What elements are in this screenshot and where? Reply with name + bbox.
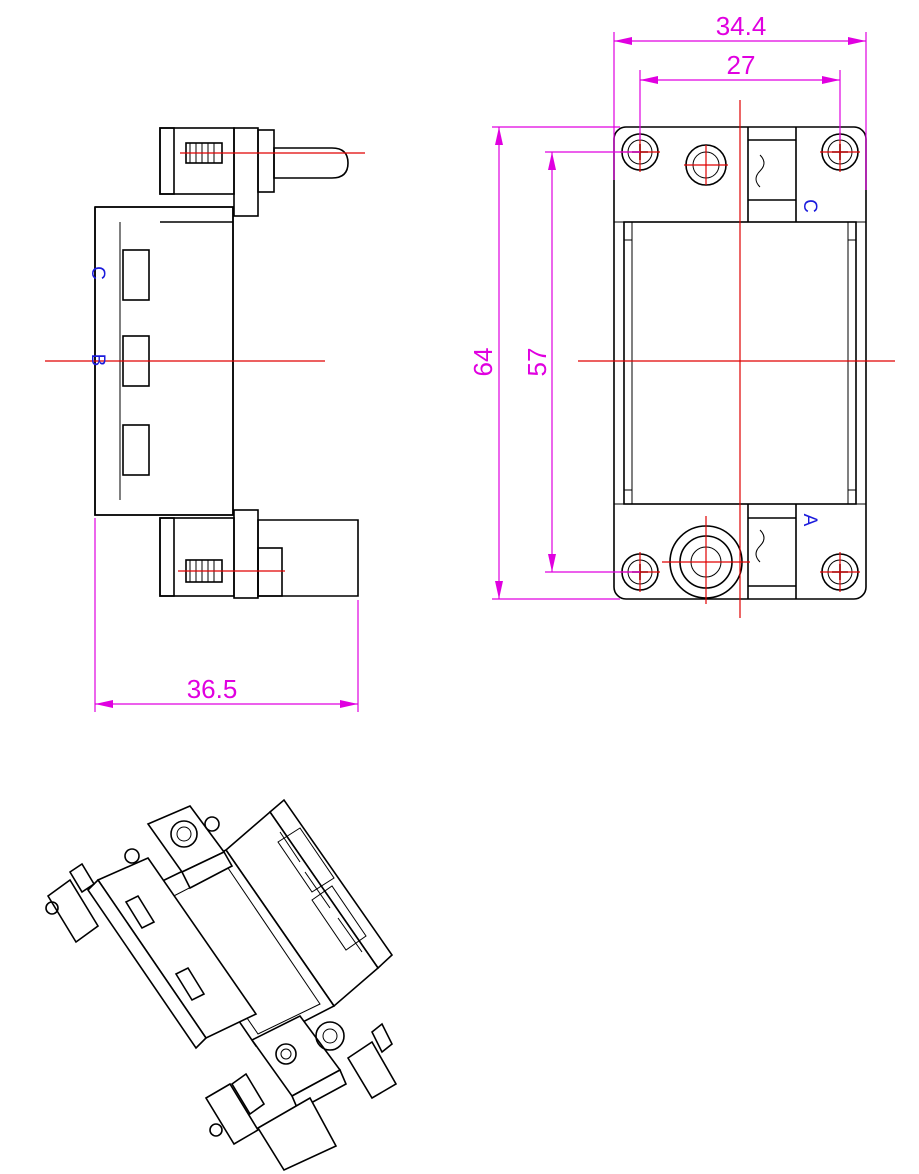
window-c xyxy=(122,249,150,301)
window-a xyxy=(122,424,150,476)
dim-hole-spacing-height: 57 xyxy=(522,348,552,377)
side-view: C B 36.5 xyxy=(45,127,365,712)
side-mark-c: C xyxy=(87,266,108,280)
isometric-view xyxy=(45,798,398,1172)
dim-overall-width: 34.4 xyxy=(716,11,767,41)
dim-overall-height: 64 xyxy=(468,348,498,377)
dim-hole-spacing-width: 27 xyxy=(727,50,756,80)
front-mark-a: A xyxy=(799,514,820,527)
front-view: C A 34.4 27 64 57 xyxy=(468,11,895,618)
front-mark-c: C xyxy=(799,199,820,213)
dim-side-depth: 36.5 xyxy=(187,674,238,704)
side-mark-b: B xyxy=(87,354,108,367)
iso-window-2 xyxy=(174,966,206,1002)
iso-window-1 xyxy=(124,894,156,930)
